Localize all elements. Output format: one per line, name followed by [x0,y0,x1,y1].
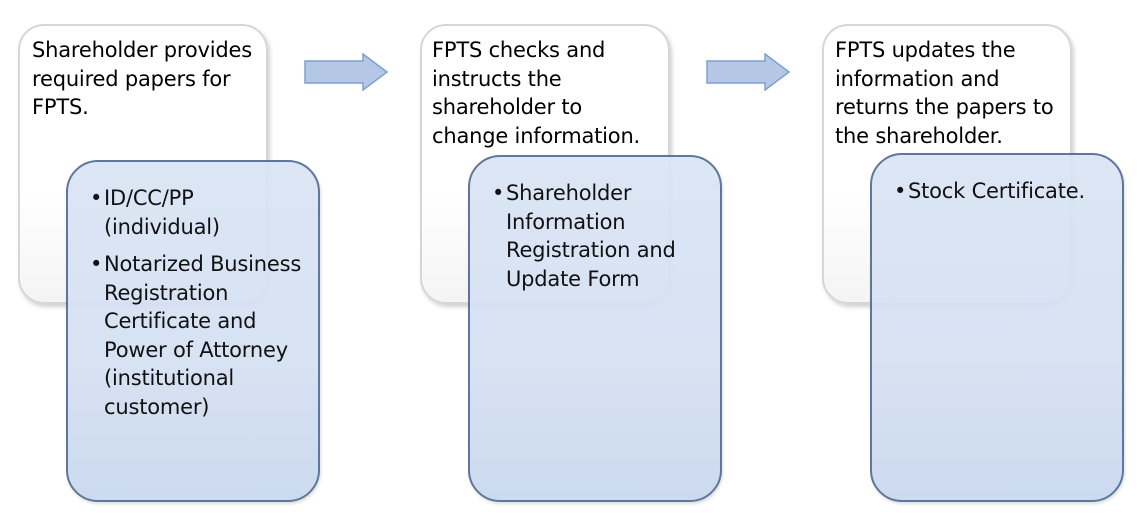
detail-line: Notarized Business [104,252,302,276]
detail-line: Certificate and [104,309,257,333]
step-3-detail-list: • Stock Certificate. [894,177,1085,206]
step-3-line: the shareholder. [835,123,1003,148]
step-3-text: FPTS updates the information and returns… [835,36,1054,150]
arrow-right-shape [304,53,389,91]
detail-line: Update Form [506,266,640,291]
step-3-detail-card: • Stock Certificate. [870,153,1124,502]
step-2-text: FPTS checks and instructs the shareholde… [432,36,640,150]
detail-line: ID/CC/PP [104,186,194,210]
detail-line: Information [506,209,626,234]
detail-line: Registration and [506,238,676,262]
detail-item: • Shareholder Information Registration a… [492,179,676,293]
bullet-marker: • [90,252,103,276]
step-1-line: required papers for [32,66,231,91]
step-2-detail-card: • Shareholder Information Registration a… [468,155,722,502]
step-1-line: Shareholder provides [32,38,252,62]
arrow-right-shape [706,53,791,91]
detail-item: • Notarized Business Registration Certif… [90,250,301,421]
detail-line: customer) [104,394,210,419]
detail-line: Stock Certificate. [908,179,1085,203]
step-1-line: FPTS. [32,95,89,119]
detail-line: Shareholder [506,181,632,205]
detail-item: • ID/CC/PP (individual) [90,184,301,241]
step-2-line: shareholder to [432,95,583,119]
step-3-line: FPTS updates the [835,38,1016,62]
step-3-line: returns the papers to [835,95,1054,119]
step-1-detail-card: • ID/CC/PP (individual) • Notarized Busi… [66,160,320,502]
detail-line: Power of Attorney [104,337,288,362]
detail-line: Registration [104,280,229,305]
step-2-line: instructs the [432,66,562,91]
detail-line: (institutional [104,366,235,390]
bullet-marker: • [894,179,907,203]
step-1-text: Shareholder provides required papers for… [32,36,252,122]
step-1-detail-list: • ID/CC/PP (individual) • Notarized Busi… [90,184,301,421]
step-2-detail-list: • Shareholder Information Registration a… [492,179,676,293]
arrow-right-icon [304,53,389,91]
bullet-marker: • [90,186,103,210]
detail-item: • Stock Certificate. [894,177,1085,206]
arrow-right-icon [706,53,791,91]
step-3-line: information and [835,66,1000,91]
detail-line: (individual) [104,214,220,239]
step-2-line: change information. [432,123,641,148]
bullet-marker: • [492,181,505,205]
step-2-line: FPTS checks and [432,38,606,62]
